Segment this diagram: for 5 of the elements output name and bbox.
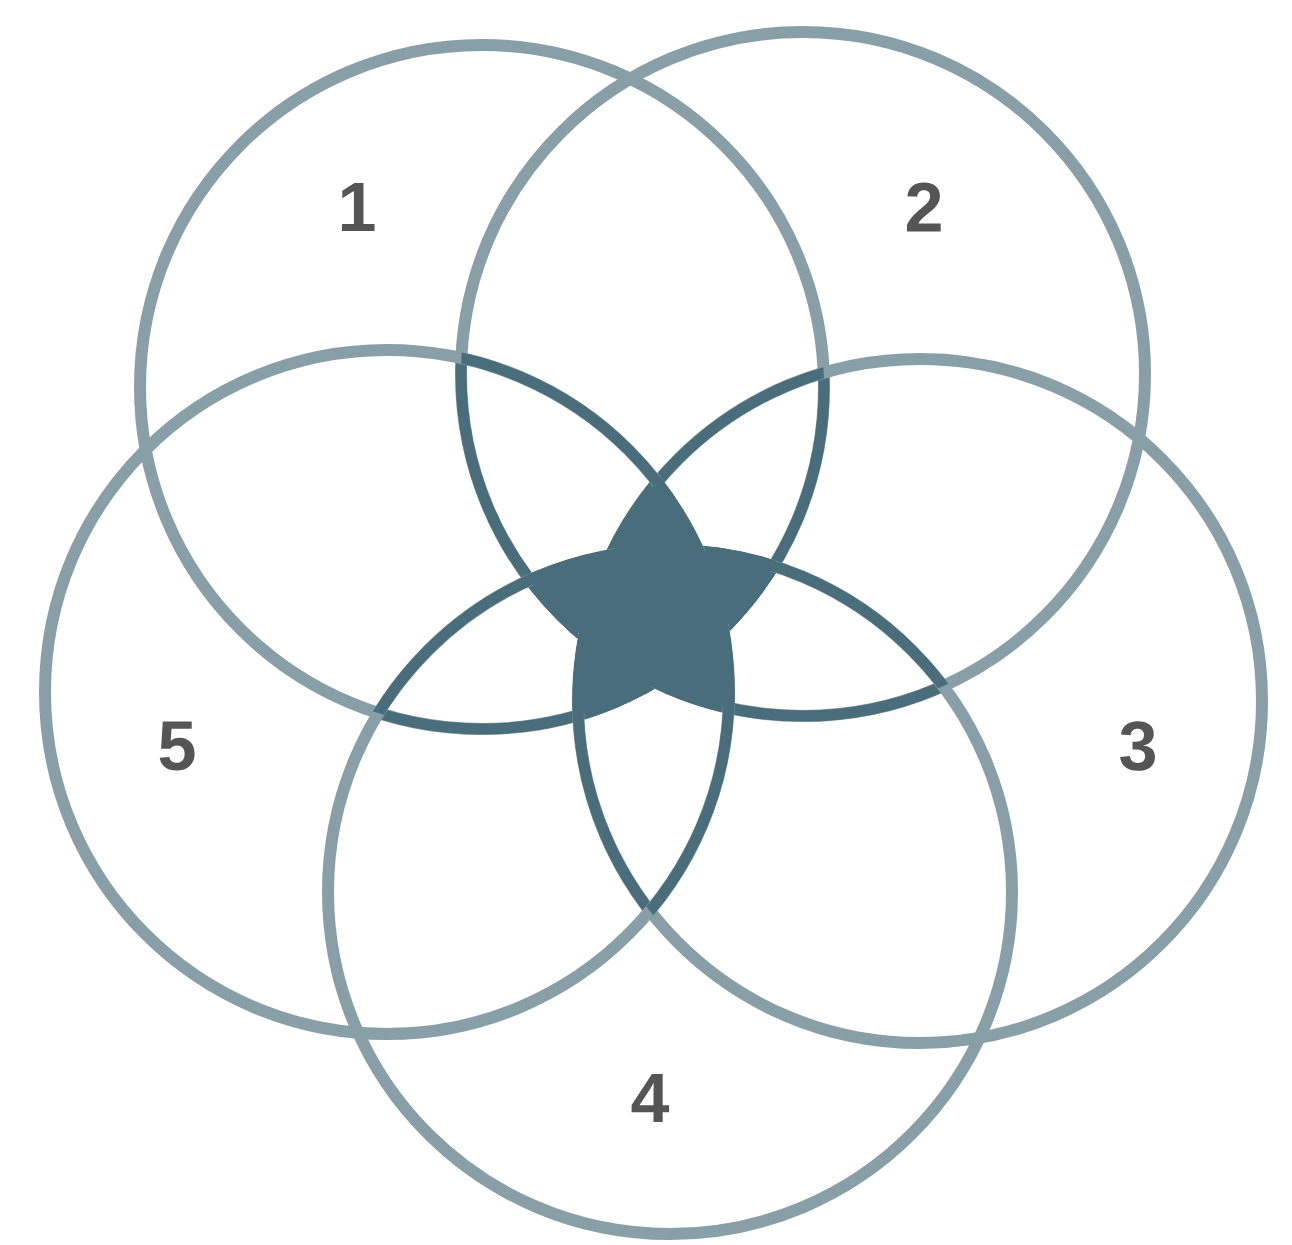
region-number: 2 xyxy=(907,182,941,232)
region-number: 5 xyxy=(159,721,195,771)
region-number: 3 xyxy=(1120,721,1155,771)
region-number: 1 xyxy=(341,182,375,232)
region-number: 4 xyxy=(631,1073,670,1123)
